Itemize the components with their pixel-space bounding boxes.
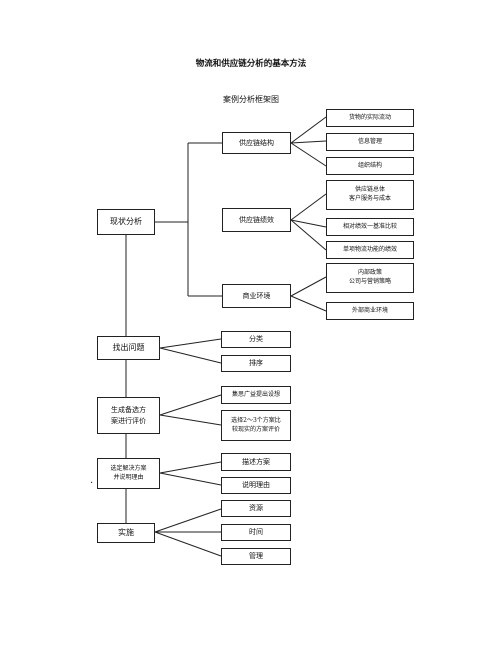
- item-time: 时间: [221, 524, 291, 541]
- item-rank: 排序: [221, 355, 291, 372]
- branch-supply-chain-performance: 供应链绩效: [222, 208, 291, 232]
- item-evaluate-options: 选择2～3个方案比 较现实的方案评价: [221, 410, 291, 441]
- leaf-logistics-function-performance: 单项物流功能的绩效: [326, 241, 414, 259]
- branch-supply-chain-structure: 供应链结构: [222, 132, 291, 154]
- item-resources: 资源: [221, 500, 291, 517]
- bullet-marker: .: [90, 475, 94, 486]
- stage-find-problems: 找出问题: [97, 336, 160, 360]
- page-title: 物流和供应链分析的基本方法: [195, 59, 307, 69]
- stage-current-analysis: 现状分析: [97, 209, 155, 235]
- item-explain-reason: 说明理由: [221, 477, 291, 494]
- leaf-information-management: 信息管理: [326, 133, 414, 151]
- diagram-subtitle: 案例分析框架图: [223, 95, 279, 104]
- leaf-benchmark-comparison: 相对绩效一基准比较: [326, 218, 414, 236]
- stage-select-solution: 选定解决方案 并说明理由: [97, 458, 160, 489]
- stage-generate-alternatives: 生成备选方 案进行评价: [97, 397, 160, 434]
- branch-business-environment: 商业环境: [222, 284, 291, 308]
- leaf-organization-structure: 组织结构: [326, 157, 414, 175]
- item-management: 管理: [221, 548, 291, 565]
- stage-implementation: 实施: [97, 523, 155, 543]
- leaf-external-environment: 外部商业环境: [326, 302, 414, 320]
- item-brainstorm: 集思广益提出设想: [221, 386, 291, 404]
- leaf-overall-performance: 供应链总体 客户服务与成本: [326, 180, 414, 210]
- item-classify: 分类: [221, 331, 291, 348]
- leaf-physical-flow: 货物的实际流动: [326, 109, 414, 127]
- leaf-internal-policy: 内部政策 公司与营销策略: [326, 263, 414, 293]
- item-describe-solution: 描述方案: [221, 453, 291, 471]
